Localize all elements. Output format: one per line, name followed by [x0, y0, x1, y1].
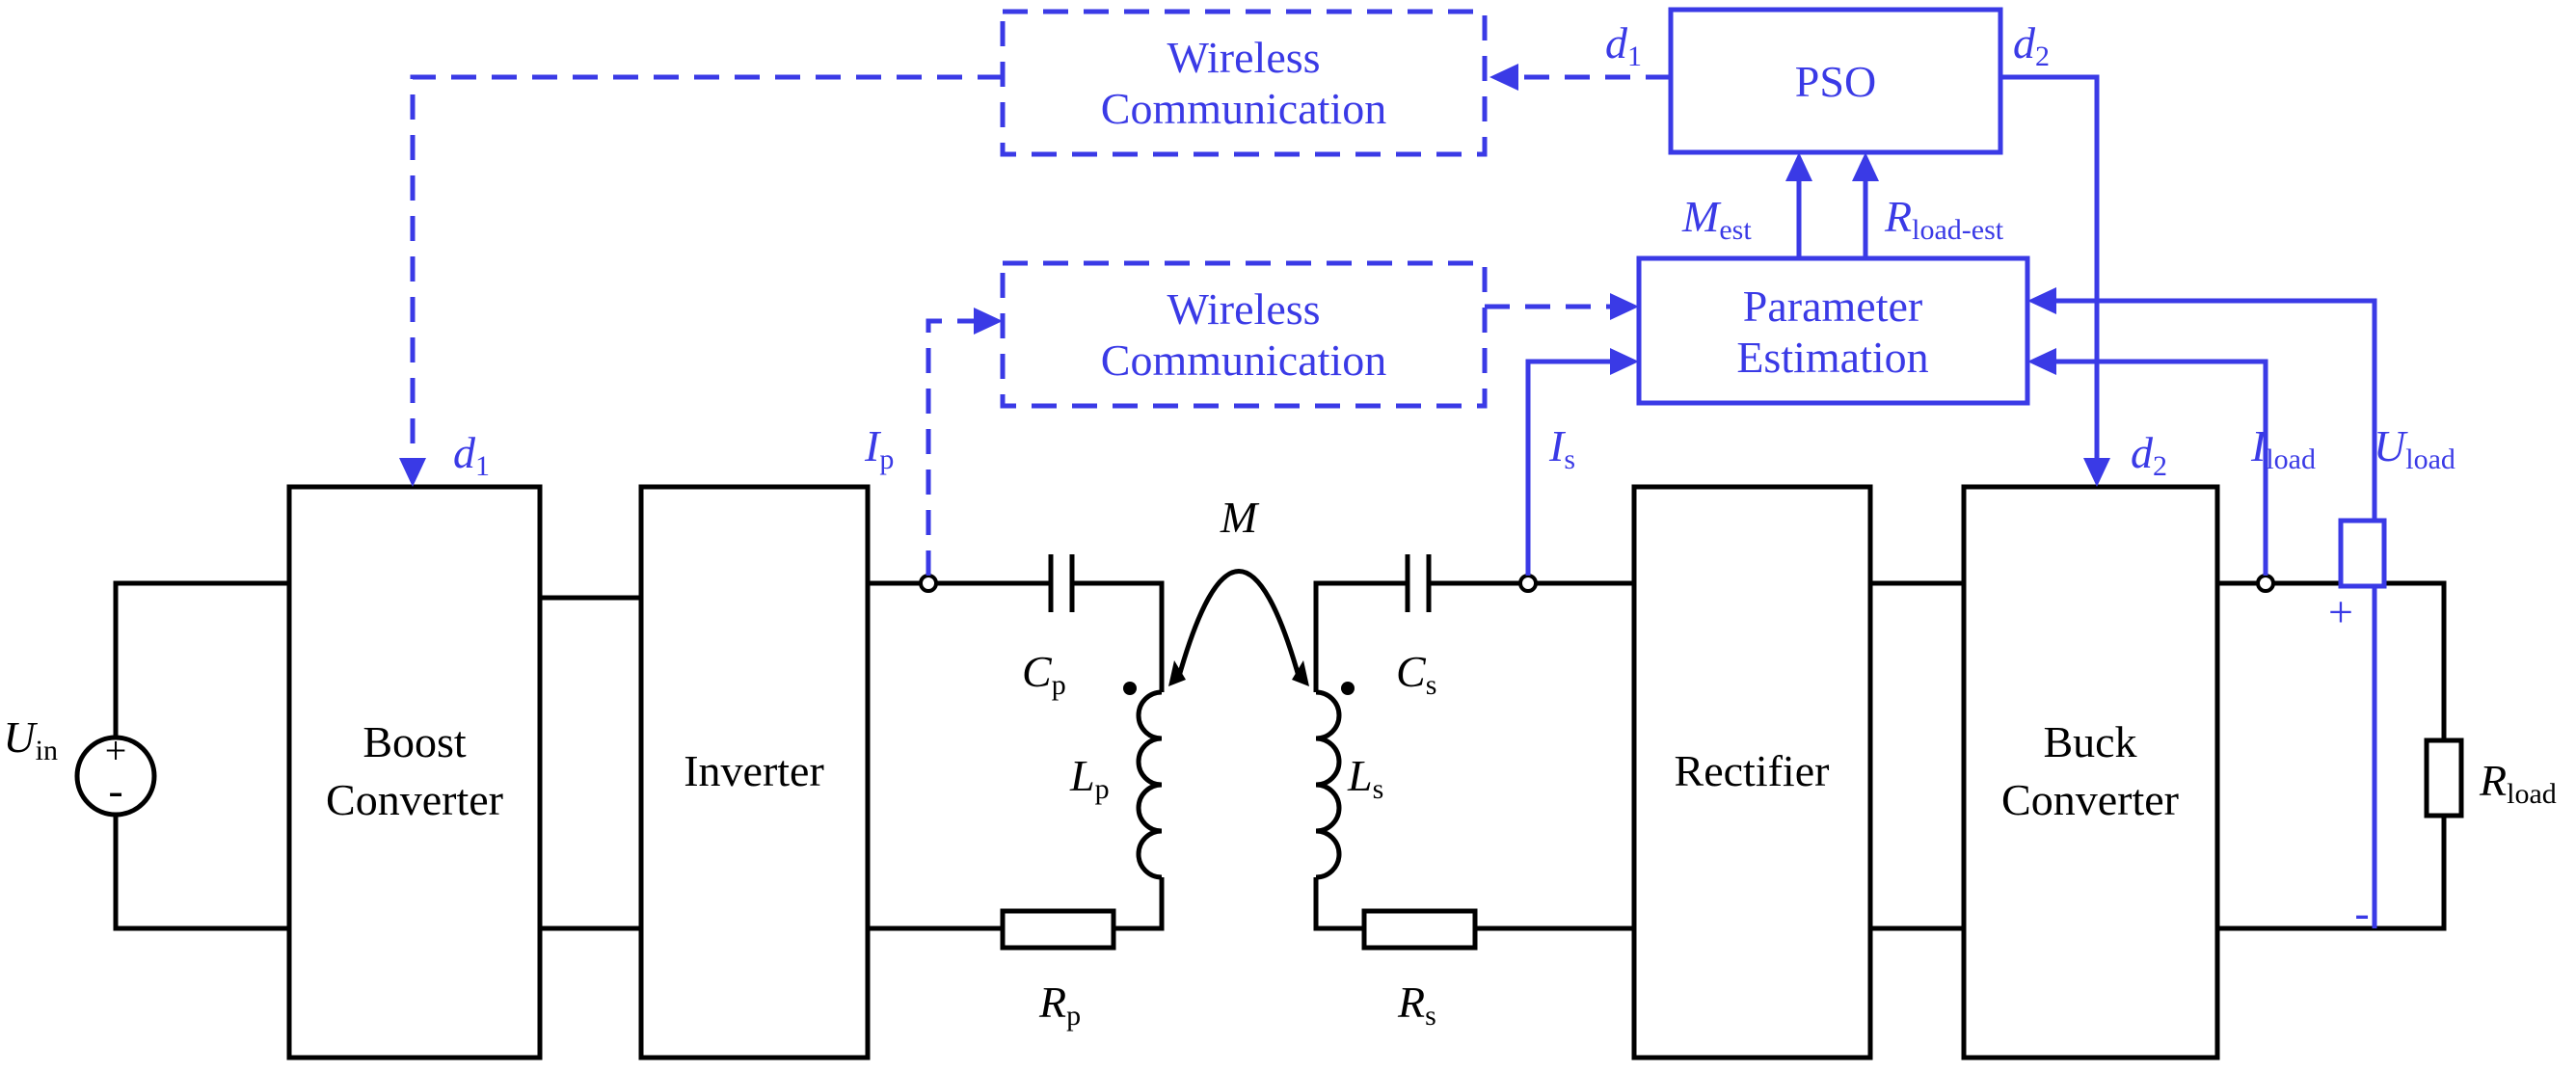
- rectifier-label: Rectifier: [1675, 746, 1830, 795]
- parameter-estimation-block: [1636, 255, 2030, 406]
- arrow-m-est: [1785, 152, 1812, 181]
- wireless-top-label-2: Communication: [1101, 84, 1386, 133]
- arrow-to-buck: [2083, 458, 2110, 487]
- ip-label: Ip: [864, 421, 894, 475]
- wireless-top-to-boost: [410, 74, 1003, 463]
- wireless-comm-mid-block: [1000, 260, 1488, 409]
- wireless-top-label-1: Wireless: [1167, 33, 1320, 82]
- is-node: [1518, 574, 1538, 593]
- secondary-top-wire-a: [1313, 580, 1408, 692]
- rs-label: Rs: [1397, 978, 1436, 1032]
- pso-to-buck: [2000, 74, 2100, 463]
- iload-to-param: [2052, 359, 2268, 576]
- load-top-wire: [2217, 580, 2447, 740]
- param-est-label-2: Estimation: [1736, 333, 1928, 382]
- inverter-label: Inverter: [684, 746, 824, 795]
- primary-right-bottom-wire: [1114, 877, 1165, 931]
- rp-label: Rp: [1038, 978, 1081, 1032]
- inverter-block: [638, 484, 871, 1060]
- r-load-est-label: Rload-est: [1884, 192, 2004, 246]
- arrow-is-param: [1610, 348, 1639, 375]
- rload-label: Rload: [2479, 756, 2557, 810]
- u-in-label: Uin: [3, 712, 58, 766]
- iload-node: [2256, 574, 2275, 593]
- rp-resistor: [1000, 908, 1116, 951]
- secondary-left-bottom-wire: [1313, 877, 1364, 931]
- uload-to-param: [2052, 298, 2377, 521]
- source-minus: -: [108, 765, 122, 815]
- voltage-source-icon: [74, 735, 157, 818]
- boost-label-1: Boost: [362, 717, 467, 766]
- rectifier-block: [1631, 484, 1873, 1060]
- rs-resistor: [1361, 908, 1478, 951]
- ls-label: Ls: [1347, 751, 1383, 805]
- pso-block: [1668, 7, 2003, 155]
- buck-label-1: Buck: [2043, 717, 2136, 766]
- uload-sensor: [2338, 518, 2387, 589]
- source-top-wire: [113, 580, 289, 738]
- arrow-pso-wireless: [1489, 64, 1518, 91]
- m-est-label: Mest: [1681, 192, 1752, 246]
- param-est-label-1: Parameter: [1743, 282, 1922, 331]
- is-to-param: [1525, 359, 1615, 576]
- arrow-to-boost: [399, 458, 426, 487]
- d1-boost-label: d1: [453, 428, 490, 482]
- load-bottom-wire: [2217, 816, 2447, 931]
- d2-top-label: d2: [2013, 18, 2050, 72]
- source-plus: +: [105, 729, 127, 772]
- mutual-arrow-right: [1292, 660, 1309, 686]
- primary-top-wire-b: [1072, 580, 1165, 692]
- uload-plus: +: [2328, 587, 2353, 636]
- pso-label: PSO: [1795, 57, 1876, 106]
- arrow-uload-param: [2027, 287, 2056, 314]
- cs-label: Cs: [1396, 647, 1436, 701]
- buck-label-2: Converter: [2001, 775, 2179, 824]
- uload-label: Uload: [2374, 421, 2455, 475]
- arrow-wireless-param: [1610, 293, 1639, 320]
- control-stage: Wireless Communication Wireless Communic…: [399, 7, 2455, 937]
- d2-buck-label: d2: [2131, 428, 2167, 482]
- lp-dot: [1123, 682, 1137, 695]
- iload-label: Iload: [2250, 421, 2316, 475]
- wireless-mid-label-2: Communication: [1101, 335, 1386, 385]
- arrow-iload-param: [2027, 348, 2056, 375]
- boost-label-2: Converter: [326, 775, 503, 824]
- m-label: M: [1220, 493, 1260, 542]
- ls-dot: [1341, 682, 1355, 695]
- cp-label: Cp: [1022, 647, 1066, 701]
- ip-node: [919, 574, 938, 593]
- wireless-mid-label-1: Wireless: [1167, 284, 1320, 334]
- lp-inductor: [1136, 689, 1163, 880]
- ls-inductor: [1315, 689, 1342, 880]
- uload-minus: -: [2354, 888, 2369, 937]
- wireless-comm-top-block: [1000, 9, 1488, 157]
- boost-converter-block: [286, 484, 543, 1060]
- ip-to-wireless: [926, 318, 979, 576]
- power-stage: + -: [3, 484, 2557, 1060]
- rload-resistor: [2424, 738, 2464, 818]
- d1-top-label: d1: [1605, 18, 1642, 72]
- source-bottom-wire: [113, 815, 289, 931]
- buck-converter-block: [1961, 484, 2220, 1060]
- lp-label: Lp: [1069, 751, 1110, 805]
- is-label: Is: [1548, 421, 1575, 475]
- mutual-inductance-arc: [1175, 569, 1302, 681]
- arrow-ip-wireless: [974, 308, 1003, 335]
- mutual-arrow-left: [1168, 660, 1186, 686]
- arrow-r-load-est: [1852, 152, 1879, 181]
